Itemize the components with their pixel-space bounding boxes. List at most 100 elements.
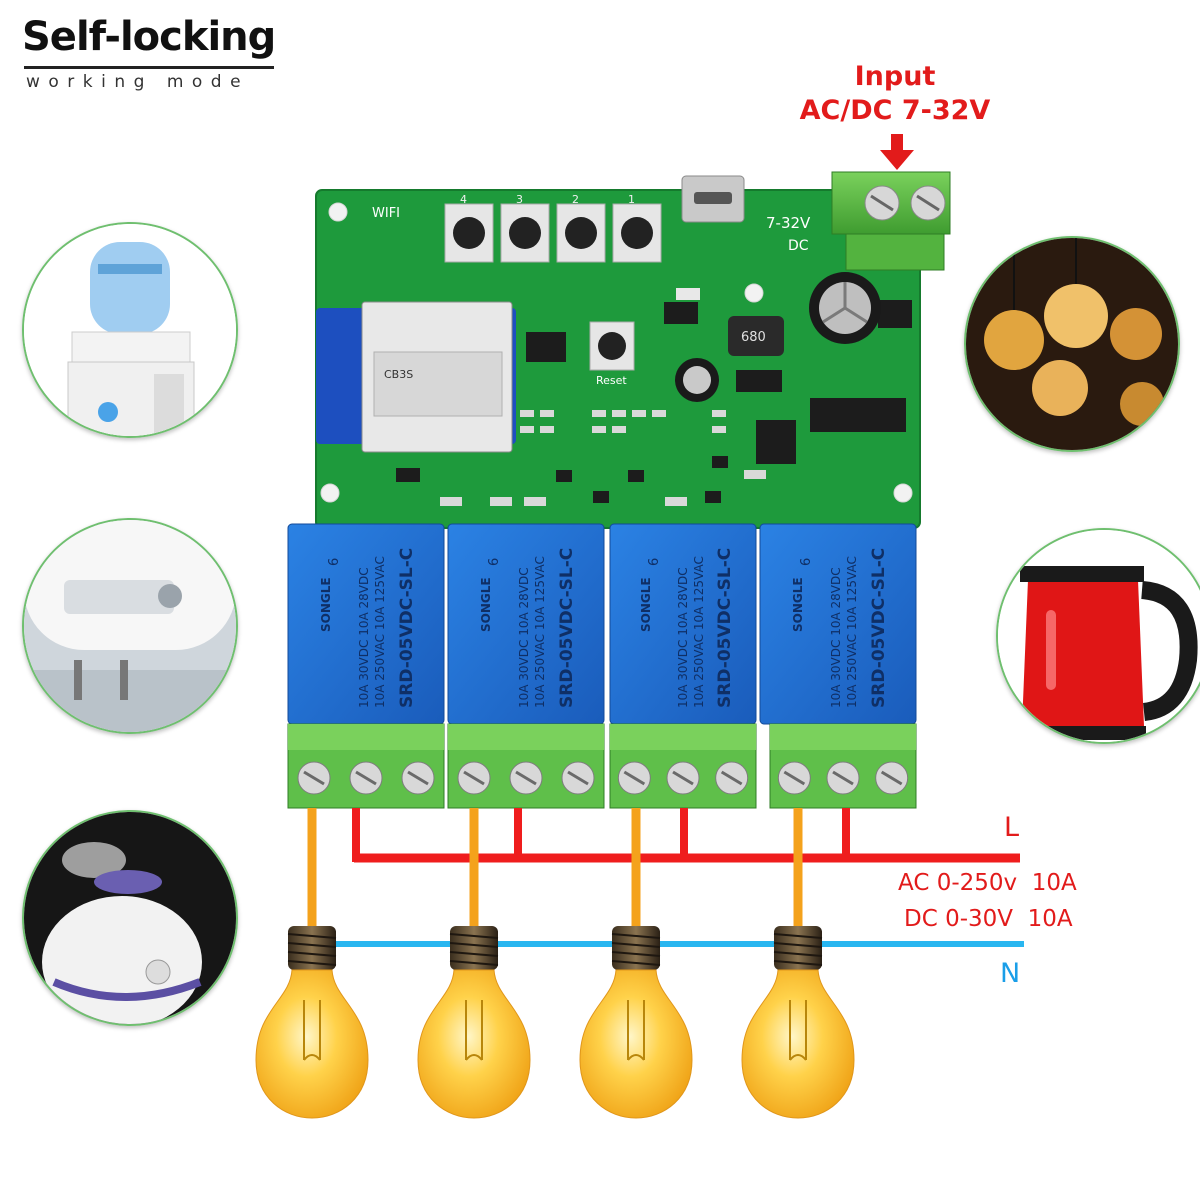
screw-slot — [407, 770, 429, 786]
relay-model: SRD-05VDC-SL-C — [715, 548, 735, 708]
reset-label: Reset — [596, 374, 627, 387]
screw-slot — [783, 770, 806, 786]
bulb-thread — [287, 942, 337, 948]
dc-rating-label: DC 0-30V 10A — [904, 906, 1073, 932]
rf-module — [810, 398, 906, 432]
bulb-filament-icon — [303, 1000, 321, 1061]
input-label-line2: AC/DC 7-32V — [799, 95, 991, 126]
screw-slot — [355, 770, 377, 786]
bulb-thread — [611, 960, 661, 966]
tactile-button-3 — [500, 203, 550, 263]
relay-rating: 10A 250VAC 10A 125VAC — [373, 556, 387, 708]
relay-rating: 10A 30VDC 10A 28VDC — [517, 567, 531, 708]
bulb-thread — [287, 960, 337, 966]
relay-rating: 10A 30VDC 10A 28VDC — [676, 567, 690, 708]
diode — [736, 370, 782, 392]
voltage-label: 7-32V — [766, 214, 811, 232]
relay-rating: 10A 250VAC 10A 125VAC — [845, 556, 859, 708]
bulb-thread — [611, 933, 661, 939]
light-bulb-3 — [579, 926, 693, 1119]
bulb-thread — [287, 951, 337, 957]
relay-model: SRD-05VDC-SL-C — [397, 548, 417, 708]
ic-chip — [526, 332, 566, 362]
pendant-lamps-image — [964, 236, 1180, 452]
bulb-thread — [773, 951, 823, 957]
screw-slot — [463, 770, 485, 786]
relay-rating: 10A 30VDC 10A 28VDC — [357, 567, 371, 708]
bulb-thread — [449, 951, 499, 957]
electric-kettle-image — [996, 528, 1200, 744]
light-bulbs — [255, 926, 855, 1119]
terminal-top — [448, 724, 604, 750]
bulb-thread — [773, 960, 823, 966]
ic-chip — [756, 420, 796, 464]
inductor-label: 680 — [741, 330, 766, 345]
inductor — [728, 316, 784, 356]
electric-kettle-icon — [998, 530, 1200, 742]
water-heater-icon — [24, 520, 236, 732]
dc-label: DC — [788, 238, 809, 254]
bulb-thread — [773, 933, 823, 939]
button-number: 1 — [628, 193, 635, 206]
screw-slot — [672, 770, 694, 786]
screw-slot — [720, 770, 743, 786]
wifi-module-can — [373, 351, 503, 417]
relay-rating: 10A 30VDC 10A 28VDC — [829, 567, 843, 708]
bulb-filament-icon — [465, 1000, 483, 1061]
page-subtitle: working mode — [26, 72, 250, 92]
relay-brand: SONGLE — [791, 577, 805, 632]
smd-diode — [396, 468, 420, 482]
tactile-button-4 — [444, 203, 494, 263]
mounting-hole — [893, 483, 913, 503]
page-title: Self-locking — [22, 14, 276, 60]
relay-model: SRD-05VDC-SL-C — [869, 548, 889, 708]
relay-4: SRD-05VDC-SL-C 10A 250VAC 10A 125VAC 10A… — [759, 523, 917, 725]
wifi-label: WIFI — [372, 206, 400, 221]
bulb-thread — [611, 951, 661, 957]
relay-model: SRD-05VDC-SL-C — [557, 548, 577, 708]
mounting-hole — [320, 483, 340, 503]
bulb-glass-icon — [255, 969, 369, 1119]
bulb-thread — [611, 942, 661, 948]
button-number: 3 — [516, 193, 523, 206]
mounting-hole — [328, 202, 348, 222]
water-dispenser-image — [22, 222, 238, 438]
live-label: L — [1004, 812, 1020, 843]
screw-slot — [303, 770, 325, 786]
ic-chip — [878, 300, 912, 328]
relay-mark: 6 — [647, 558, 662, 566]
bulb-glass-icon — [579, 969, 693, 1119]
screw-slot — [515, 770, 537, 786]
wiring — [307, 808, 1024, 947]
transistors — [556, 456, 728, 503]
humidifier-image — [22, 810, 238, 1026]
ac-rating-label: AC 0-250v 10A — [898, 870, 1077, 896]
bulb-thread — [773, 942, 823, 948]
relay-brand: SONGLE — [639, 577, 653, 632]
relay-rating: 10A 250VAC 10A 125VAC — [533, 556, 547, 708]
relay-3: SRD-05VDC-SL-C 10A 250VAC 10A 125VAC 10A… — [609, 523, 757, 725]
button-number: 2 — [572, 193, 579, 206]
smd-components — [440, 410, 766, 506]
bulb-thread — [449, 942, 499, 948]
bulb-thread — [449, 960, 499, 966]
terminal-top — [770, 724, 916, 750]
neutral-label: N — [1000, 958, 1021, 989]
bulb-filament-icon — [789, 1000, 807, 1061]
pendant-lamps-icon — [966, 238, 1178, 450]
relay-mark: 6 — [487, 558, 502, 566]
micro-usb-slot — [694, 192, 732, 204]
relay-brand: SONGLE — [479, 577, 493, 632]
regulator-chip — [664, 302, 698, 324]
button-number: 4 — [460, 193, 467, 206]
input-label: Input AC/DC 7-32V — [790, 60, 1000, 128]
smd-part — [676, 288, 700, 300]
load-wires — [307, 808, 803, 932]
screw-slot — [880, 770, 903, 786]
input-terminal-block — [831, 171, 951, 271]
terminal-block-1 — [287, 723, 445, 809]
screw-slot — [832, 770, 854, 786]
reset-button-cap — [598, 332, 626, 360]
relay-mark: 6 — [799, 558, 814, 566]
light-bulb-2 — [417, 926, 531, 1119]
